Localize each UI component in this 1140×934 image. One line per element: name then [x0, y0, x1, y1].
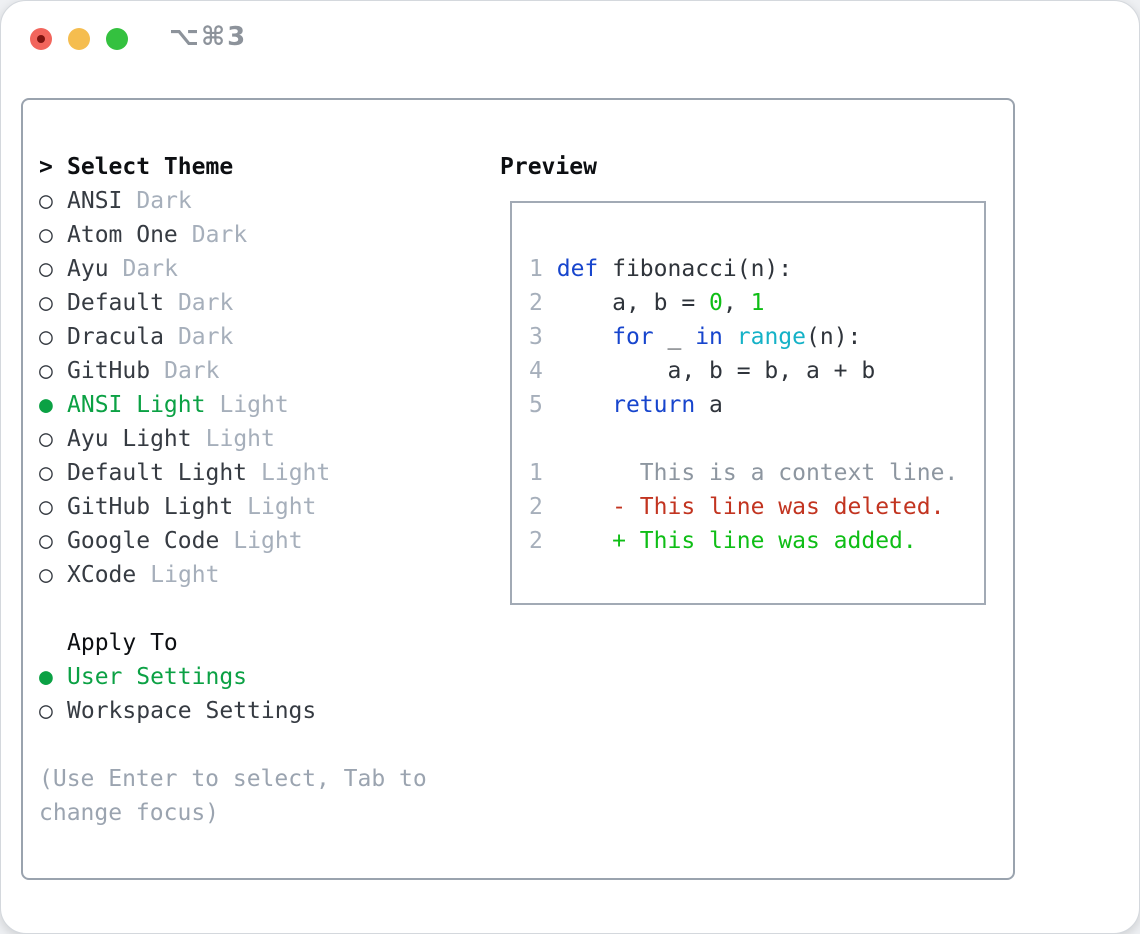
line-number: 2 — [529, 494, 543, 520]
radio-selected-icon: ● — [39, 392, 53, 418]
apply-to-label: User Settings — [67, 664, 248, 690]
theme-name: GitHub Light — [67, 494, 234, 520]
theme-option-dracula-dark[interactable]: ○ Dracula Dark — [39, 320, 233, 354]
line-number: 1 — [529, 460, 543, 486]
theme-name: XCode — [67, 562, 137, 588]
minimize-button[interactable] — [68, 28, 90, 50]
theme-option-default-dark[interactable]: ○ Default Dark — [39, 286, 233, 320]
radio-unselected-icon: ○ — [39, 426, 53, 452]
window-title-shortcut: ⌥⌘3 — [169, 22, 248, 52]
code-line-1: 1 def fibonacci(n): — [529, 256, 793, 282]
radio-unselected-icon: ○ — [39, 222, 53, 248]
theme-option-github-light[interactable]: ○ GitHub Light Light — [39, 490, 316, 524]
diff-deleted-line: 2 - This line was deleted. — [529, 494, 945, 520]
preview-code-box: 1 def fibonacci(n): 2 a, b = 0, 1 3 for … — [510, 201, 986, 605]
prompt-caret-icon: > — [39, 154, 53, 180]
theme-tag: Light — [233, 528, 303, 554]
diff-added-line: 2 + This line was added. — [529, 528, 917, 554]
apply-to-label: Workspace Settings — [67, 698, 317, 724]
radio-unselected-icon: ○ — [39, 358, 53, 384]
radio-unselected-icon: ○ — [39, 562, 53, 588]
radio-unselected-icon: ○ — [39, 494, 53, 520]
theme-tag: Dark — [136, 188, 192, 214]
theme-option-google-code[interactable]: ○ Google Code Light — [39, 524, 303, 558]
theme-tag: Light — [219, 392, 289, 418]
radio-unselected-icon: ○ — [39, 188, 53, 214]
diff-context-line: 1 This is a context line. — [529, 460, 959, 486]
theme-tag: Dark — [164, 358, 220, 384]
line-number: 1 — [529, 256, 543, 282]
theme-tag: Light — [261, 460, 331, 486]
theme-name: GitHub — [67, 358, 151, 384]
unsaved-dot-icon — [37, 35, 45, 43]
code-line-5: 5 return a — [529, 392, 723, 418]
radio-unselected-icon: ○ — [39, 290, 53, 316]
code-line-4: 4 a, b = b, a + b — [529, 358, 876, 384]
theme-tag: Dark — [177, 290, 234, 316]
radio-unselected-icon: ○ — [39, 698, 53, 724]
theme-option-atom-one-dark[interactable]: ○ Atom One Dark — [39, 218, 247, 252]
theme-name: Atom One — [67, 222, 178, 248]
theme-option-ayu-dark[interactable]: ○ Ayu Dark — [39, 252, 178, 286]
theme-option-ansi-dark[interactable]: ○ ANSI Dark — [39, 184, 192, 218]
theme-tag: Light — [150, 562, 220, 588]
theme-name: Google Code — [67, 528, 220, 554]
zoom-button[interactable] — [106, 28, 128, 50]
theme-name: ANSI Light — [67, 392, 206, 418]
apply-to-workspace-settings[interactable]: ○ Workspace Settings — [39, 694, 316, 728]
theme-option-default-light[interactable]: ○ Default Light Light — [39, 456, 330, 490]
line-number: 3 — [529, 324, 543, 350]
theme-tag: Dark — [177, 324, 234, 350]
radio-unselected-icon: ○ — [39, 324, 53, 350]
help-text-line1: (Use Enter to select, Tab to — [39, 766, 427, 792]
theme-name: Ayu — [67, 256, 109, 282]
radio-unselected-icon: ○ — [39, 528, 53, 554]
line-number: 2 — [529, 528, 543, 554]
radio-selected-icon: ● — [39, 664, 53, 690]
theme-option-ansi-light-selected[interactable]: ● ANSI Light Light — [39, 388, 289, 422]
code-line-3: 3 for _ in range(n): — [529, 324, 862, 350]
radio-unselected-icon: ○ — [39, 460, 53, 486]
close-button[interactable] — [30, 28, 52, 50]
line-number: 2 — [529, 290, 543, 316]
theme-name: Ayu Light — [67, 426, 192, 452]
apply-to-user-settings-selected[interactable]: ● User Settings — [39, 660, 247, 694]
theme-option-ayu-light[interactable]: ○ Ayu Light Light — [39, 422, 275, 456]
theme-tag: Dark — [122, 256, 178, 282]
help-text-line2: change focus) — [39, 800, 220, 826]
select-theme-title: Select Theme — [67, 154, 234, 180]
theme-option-github-dark[interactable]: ○ GitHub Dark — [39, 354, 219, 388]
preview-header: Preview — [500, 154, 597, 180]
theme-name: Default — [67, 290, 164, 316]
theme-option-xcode-light[interactable]: ○ XCode Light — [39, 558, 220, 592]
theme-tag: Light — [247, 494, 317, 520]
line-number: 5 — [529, 392, 543, 418]
line-number: 4 — [529, 358, 543, 384]
radio-unselected-icon: ○ — [39, 256, 53, 282]
theme-tag: Light — [205, 426, 275, 452]
apply-to-header: Apply To — [67, 630, 178, 656]
theme-name: ANSI — [67, 188, 123, 214]
theme-name: Dracula — [67, 324, 164, 350]
theme-name: Default Light — [67, 460, 248, 486]
theme-tag: Dark — [191, 222, 248, 248]
code-line-2: 2 a, b = 0, 1 — [529, 290, 765, 316]
select-theme-header: > Select Theme — [39, 150, 233, 184]
